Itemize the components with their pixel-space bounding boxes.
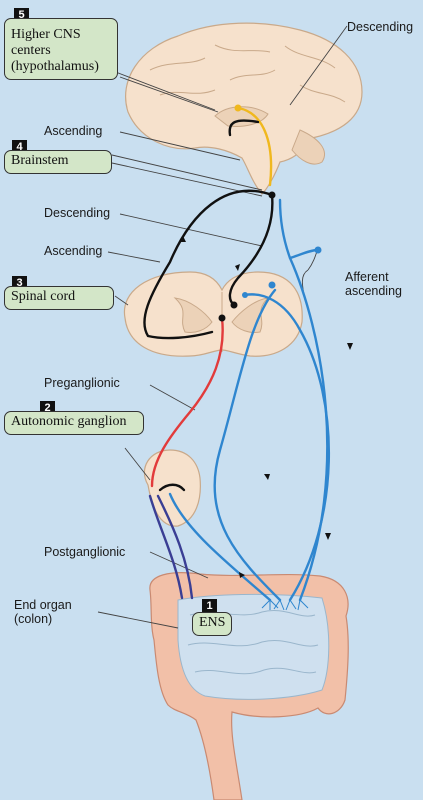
afferent-branch-top (288, 248, 320, 260)
ganglion-synapse (158, 483, 186, 492)
ascending-label-mid: Ascending (44, 244, 103, 258)
brainstem-box: Brainstem (4, 150, 112, 174)
leader-lines (97, 25, 348, 629)
spinal-cord-box: Spinal cord (4, 286, 114, 310)
afferent-pathway-colon-2 (243, 293, 330, 602)
afferent-ascending-label: Afferent ascending (345, 270, 402, 298)
afferent-pathway-colon-1 (213, 288, 282, 602)
spinal-cord-illustration (123, 271, 303, 357)
preganglionic-label: Preganglionic (44, 376, 120, 390)
postganglionic-pathway-1 (148, 494, 184, 600)
colon-illustration (149, 572, 349, 800)
ens-box: ENS (192, 612, 232, 636)
neural-pathways (143, 106, 330, 602)
descending-pathway-brain (228, 119, 260, 137)
colon-nerve-endings (261, 599, 309, 611)
level-1-number: 1 (202, 599, 217, 614)
autonomic-ganglion-box: Autonomic ganglion (4, 411, 144, 435)
afferent-pathway-ganglion (168, 492, 272, 602)
higher-cns-centers-box: Higher CNS centers (hypothalamus) (4, 18, 118, 80)
postganglionic-pathway-2 (156, 494, 194, 600)
descending-label-mid: Descending (44, 206, 111, 220)
ganglion-illustration (143, 449, 201, 527)
afferent-pathway-brainstem (278, 198, 329, 602)
postganglionic-label: Postganglionic (44, 545, 126, 559)
end-organ-label: End organ (colon) (14, 598, 72, 626)
descending-label-top: Descending (347, 20, 414, 34)
neuron-cell-bodies (218, 104, 322, 322)
descending-pathway-cord (228, 193, 274, 307)
ascending-label-brain: Ascending (44, 124, 103, 138)
ascending-loop-black (143, 189, 274, 340)
higher-center-pathway (236, 106, 273, 187)
direction-arrows (179, 236, 353, 578)
preganglionic-pathway (150, 316, 224, 488)
